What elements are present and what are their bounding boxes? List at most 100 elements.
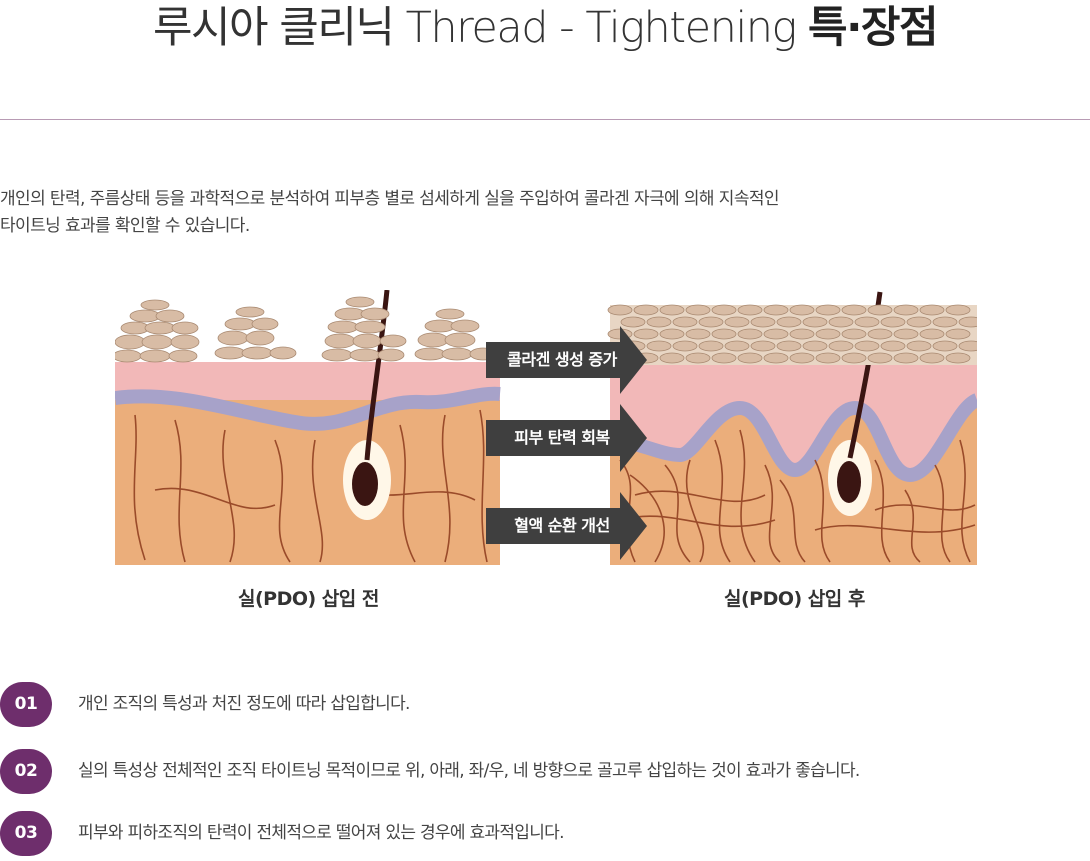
skin-cell — [659, 304, 685, 316]
skin-cell — [633, 328, 659, 340]
skin-cell — [763, 328, 789, 340]
skin-cell — [698, 340, 724, 352]
skin-cell — [750, 316, 776, 328]
skin-cell — [945, 328, 971, 340]
membrane-after — [609, 393, 977, 483]
skin-cell — [737, 328, 763, 340]
skin-before-panel — [115, 290, 501, 565]
skin-illustration-svg — [115, 290, 977, 565]
skin-cell — [763, 352, 789, 364]
skin-cell — [737, 304, 763, 316]
caption-after: 실(PDO) 삽입 후 — [724, 588, 865, 610]
skin-cell — [841, 352, 867, 364]
skin-cell — [867, 352, 893, 364]
skin-cell — [776, 316, 802, 328]
skin-cell — [841, 328, 867, 340]
skin-cell — [893, 304, 919, 316]
skin-cell — [646, 340, 672, 352]
skin-cell — [711, 352, 737, 364]
skin-cell — [815, 328, 841, 340]
skin-cell — [776, 340, 802, 352]
skin-cell — [685, 328, 711, 340]
skin-cell — [906, 340, 932, 352]
arrow-label-circulation: 혈액 순환 개선 — [514, 516, 610, 535]
membrane-before — [115, 386, 501, 431]
skin-cell — [867, 328, 893, 340]
skin-cell — [880, 340, 906, 352]
skin-cell — [711, 304, 737, 316]
skin-cell — [659, 328, 685, 340]
skin-cell — [815, 304, 841, 316]
arrow-2 — [486, 404, 647, 472]
feature-number-badge: 03 — [0, 811, 52, 856]
skin-cell — [854, 340, 880, 352]
collagen-fibers-before — [133, 409, 488, 563]
skin-cell — [711, 328, 737, 340]
skin-cell — [828, 340, 854, 352]
skin-cell — [750, 340, 776, 352]
skin-cell — [685, 352, 711, 364]
feature-item: 01 개인 조직의 특성과 처진 정도에 따라 삽입합니다. — [0, 682, 1090, 732]
feature-item: 02 실의 특성상 전체적인 조직 타이트닝 목적이므로 위, 아래, 좌/우,… — [0, 749, 1090, 799]
skin-cell — [854, 316, 880, 328]
intro-line-1: 개인의 탄력, 주름상태 등을 과학적으로 분석하여 피부층 별로 섬세하게 실… — [0, 189, 780, 209]
title-divider — [0, 119, 1090, 120]
skin-cell — [932, 316, 958, 328]
skin-cell — [958, 316, 977, 328]
skin-cell — [698, 316, 724, 328]
skin-cell — [815, 352, 841, 364]
skin-cell — [867, 304, 893, 316]
skin-cell — [724, 340, 750, 352]
cell-layer-after — [607, 304, 977, 365]
skin-cell — [958, 340, 977, 352]
feature-text: 개인 조직의 특성과 처진 정도에 따라 삽입합니다. — [78, 694, 410, 714]
skin-cell — [945, 352, 971, 364]
feature-number-badge: 02 — [0, 749, 52, 794]
skin-cell — [802, 340, 828, 352]
skin-after-panel — [607, 291, 977, 565]
skin-cell — [919, 304, 945, 316]
page-title-bold: 특·장점 — [808, 3, 939, 53]
caption-before: 실(PDO) 삽입 전 — [238, 588, 379, 610]
skin-cell — [672, 340, 698, 352]
skin-cell — [906, 316, 932, 328]
skin-cell — [620, 316, 646, 328]
skin-cell — [789, 304, 815, 316]
arrow-label-elasticity: 피부 탄력 회복 — [514, 428, 610, 447]
skin-cell — [646, 316, 672, 328]
skin-cell — [672, 316, 698, 328]
hair-bulb-after — [837, 461, 861, 503]
skin-cell — [893, 328, 919, 340]
skin-cell — [724, 316, 750, 328]
arrow-1 — [486, 326, 647, 394]
intro-line-2: 타이트닝 효과를 확인할 수 있습니다. — [0, 216, 250, 236]
arrow-3 — [486, 492, 647, 560]
skin-comparison-illustration — [115, 290, 977, 570]
skin-cell — [607, 304, 633, 316]
page-title: 루시아 클리닉 Thread - Tightening 특·장점 — [0, 0, 1090, 60]
feature-text: 피부와 피하조직의 탄력이 전체적으로 떨어져 있는 경우에 효과적입니다. — [78, 823, 565, 843]
skin-cell — [789, 328, 815, 340]
skin-cell — [880, 316, 906, 328]
skin-cell — [685, 304, 711, 316]
skin-cell — [919, 328, 945, 340]
arrow-group — [486, 326, 647, 560]
skin-cell — [932, 340, 958, 352]
skin-cell — [828, 316, 854, 328]
skin-cell — [659, 352, 685, 364]
skin-cell — [737, 352, 763, 364]
hair-bulb-before — [352, 462, 378, 506]
page-title-light: 루시아 클리닉 Thread - Tightening — [152, 3, 809, 53]
skin-cell — [841, 304, 867, 316]
skin-cell — [789, 352, 815, 364]
skin-cell — [945, 304, 971, 316]
feature-text: 실의 특성상 전체적인 조직 타이트닝 목적이므로 위, 아래, 좌/우, 네 … — [78, 761, 860, 781]
feature-item: 03 피부와 피하조직의 탄력이 전체적으로 떨어져 있는 경우에 효과적입니다… — [0, 811, 1090, 861]
feature-number-badge: 01 — [0, 682, 52, 727]
cell-clusters-before — [115, 296, 497, 363]
arrow-label-collagen: 콜라겐 생성 증가 — [507, 350, 617, 369]
skin-cell — [802, 316, 828, 328]
skin-cell — [893, 352, 919, 364]
skin-cell — [919, 352, 945, 364]
skin-cell — [633, 304, 659, 316]
